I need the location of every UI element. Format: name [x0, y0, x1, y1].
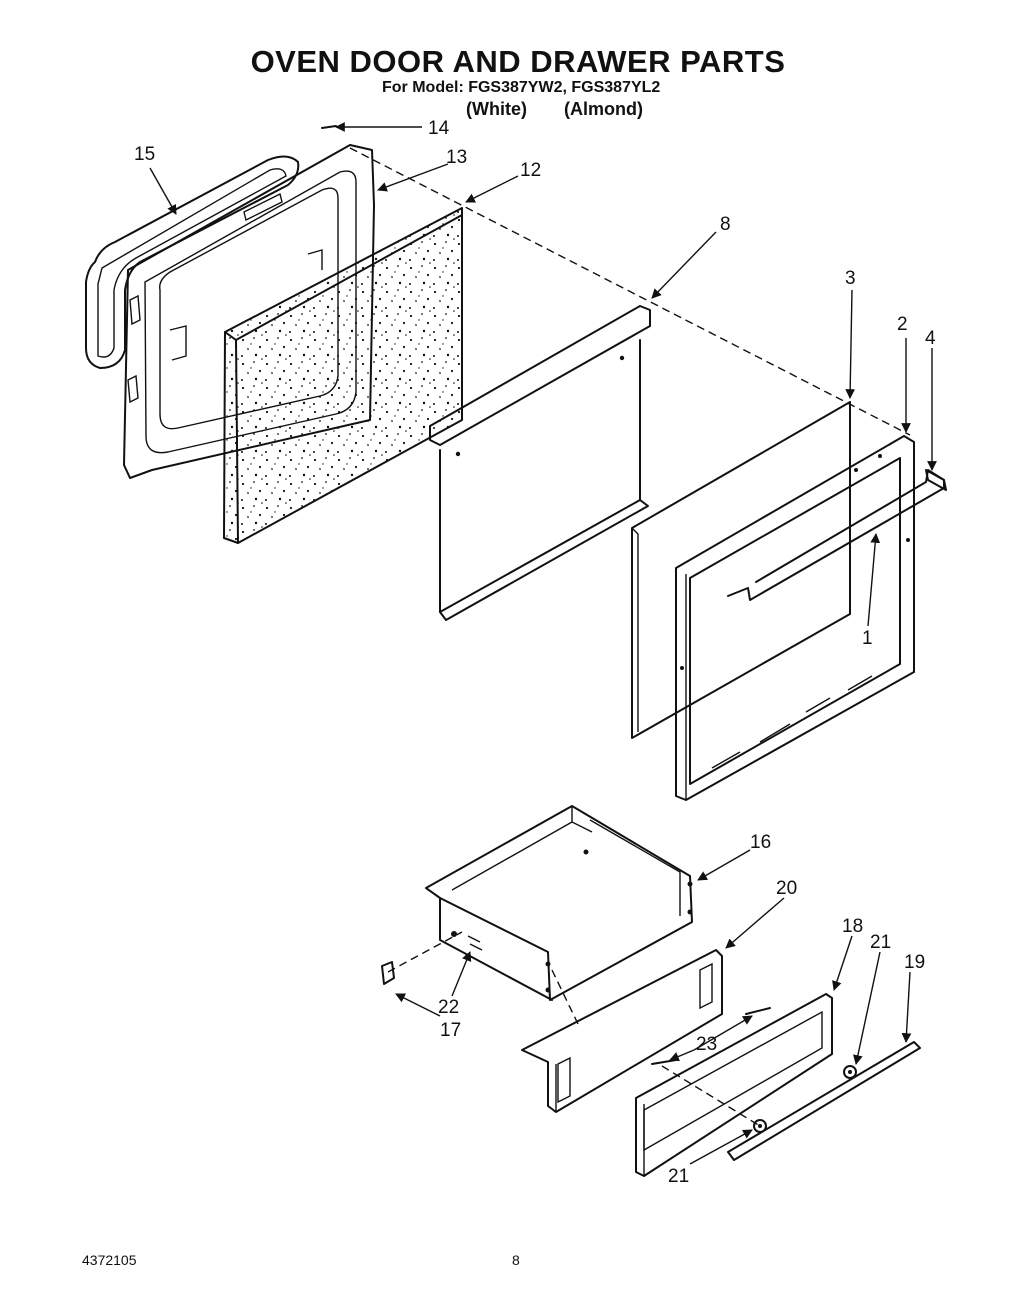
callout-17: 17 [440, 1020, 461, 1041]
slide-clip [381, 935, 483, 985]
model-line: For Model: FGS387YW2, FGS387YL2 [382, 79, 661, 96]
document-number: 4372105 [82, 1252, 137, 1268]
callout-18: 18 [842, 916, 863, 937]
door-frame [675, 435, 915, 801]
hinge-screw [321, 125, 337, 129]
callout-16: 16 [750, 832, 771, 853]
callout-21-upper: 21 [870, 932, 891, 953]
color-white-label: (White) [466, 99, 527, 119]
callout-1: 1 [862, 628, 873, 649]
callout-15: 15 [134, 144, 155, 165]
door-gasket [85, 155, 300, 369]
callout-22: 22 [438, 997, 459, 1018]
leader-lines [149, 122, 937, 1165]
alignment-line-upper [349, 147, 911, 436]
callout-2: 2 [897, 314, 908, 335]
callout-3: 3 [845, 268, 856, 289]
alignment-line-drawer [551, 969, 579, 1025]
drawer-front-panel [635, 993, 833, 1177]
alignment-line-slide [387, 931, 463, 973]
callout-8: 8 [720, 214, 731, 235]
callout-13: 13 [446, 147, 467, 168]
outer-glass-panel [631, 401, 851, 739]
door-glass [429, 305, 651, 621]
color-almond-label: (Almond) [564, 99, 643, 119]
insulation-pad [223, 207, 463, 544]
callout-20: 20 [776, 878, 797, 899]
drawer-body [425, 805, 693, 1001]
drawer-screws [651, 1007, 857, 1133]
drawer-front-bracket [521, 949, 723, 1113]
callout-19: 19 [904, 952, 925, 973]
callout-14: 14 [428, 118, 450, 139]
callout-21-lower: 21 [668, 1166, 689, 1187]
callout-4: 4 [925, 328, 936, 349]
callout-12: 12 [520, 160, 541, 181]
callout-23: 23 [696, 1034, 717, 1055]
page-title: OVEN DOOR AND DRAWER PARTS [250, 44, 786, 79]
door-handle [727, 469, 947, 601]
alignment-line-screw [661, 1065, 761, 1127]
page-number: 8 [512, 1252, 520, 1268]
